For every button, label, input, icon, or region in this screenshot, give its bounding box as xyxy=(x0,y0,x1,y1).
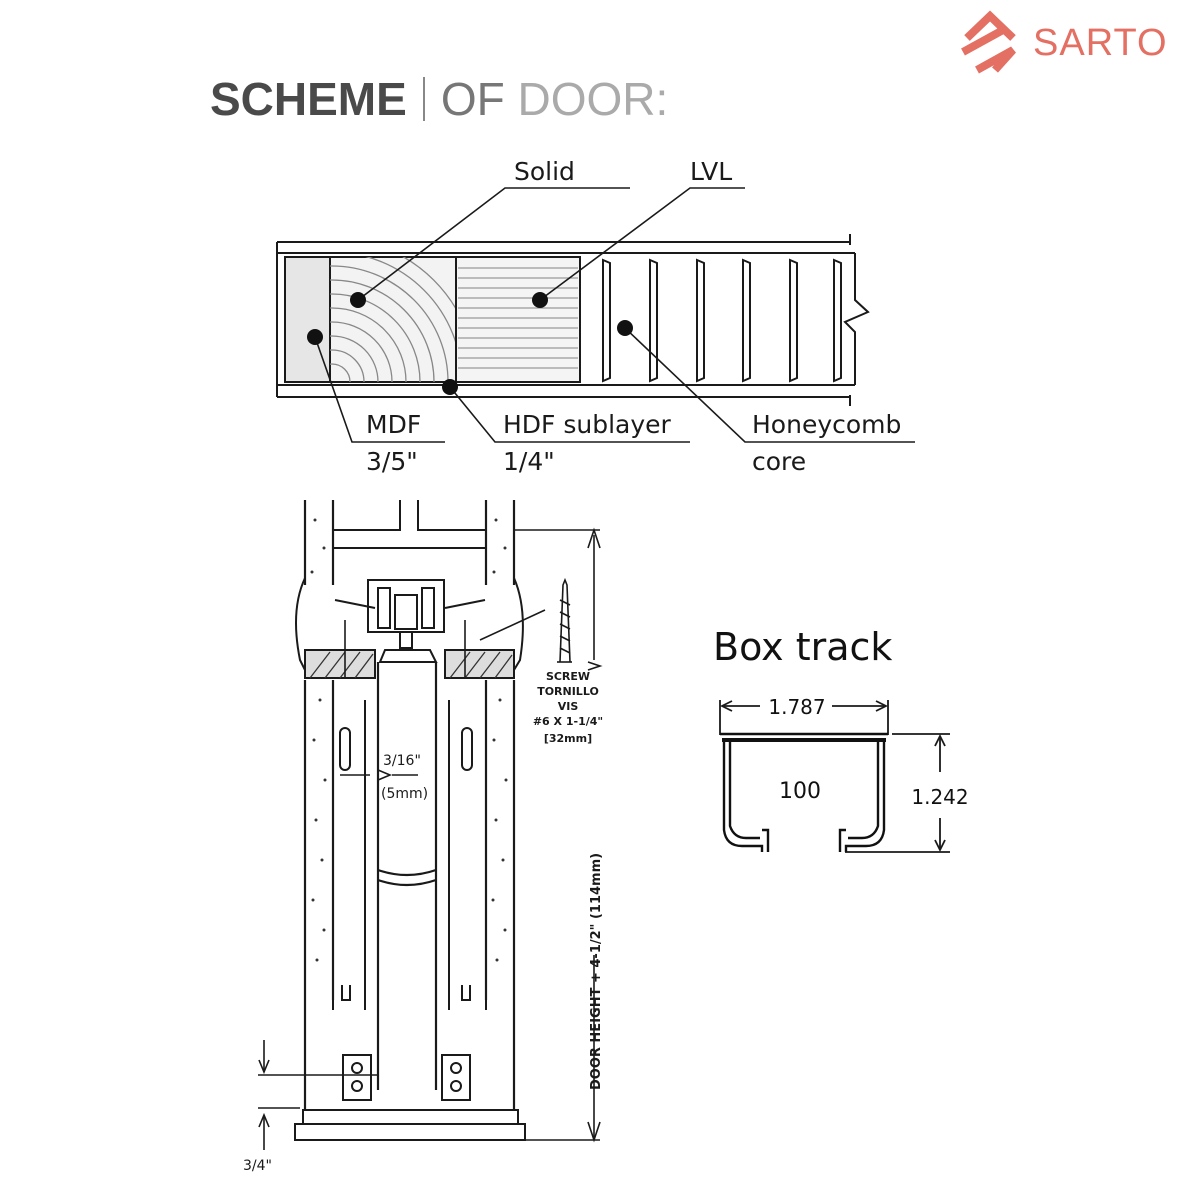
door-height-dimension-label: DOOR HEIGHT + 4-1/2" (114mm) xyxy=(589,853,604,1090)
label-mdf-dimension: 3/5" xyxy=(366,447,418,476)
screw-icon xyxy=(557,577,572,663)
label-hdf: HDF sublayer xyxy=(503,410,672,439)
door-slab xyxy=(376,662,438,1090)
label-lvl: LVL xyxy=(690,157,732,186)
brand-logo: SARTO xyxy=(955,8,1185,76)
box-track-width-label: 1.787 xyxy=(768,695,825,719)
header-hatching xyxy=(309,651,513,679)
height-dimension-line xyxy=(514,527,603,1143)
wood-grain-rings xyxy=(330,257,456,382)
screw-arrows xyxy=(344,609,546,678)
label-hdf-dimension: 1/4" xyxy=(503,447,555,476)
title-light: OF DOOR: xyxy=(441,73,668,125)
label-honeycomb: Honeycomb xyxy=(752,410,901,439)
bottom-gap-label: 3/4" xyxy=(243,1158,272,1174)
gap-dimension xyxy=(340,769,418,781)
box-track-title: Box track xyxy=(713,625,892,669)
lvl-laminations xyxy=(458,267,578,369)
title-light-a: OF xyxy=(440,73,518,125)
header-blocks xyxy=(304,649,515,679)
solid-wood-layer xyxy=(329,256,457,383)
box-track-height-dimension xyxy=(845,733,950,853)
mdf-layer xyxy=(284,256,331,383)
title-separator xyxy=(422,77,425,121)
screw-label-4: #6 X 1-1/4" xyxy=(533,715,603,728)
leader-dots xyxy=(307,292,633,395)
floor-guides xyxy=(342,1054,471,1101)
brand-name: SARTO xyxy=(1033,22,1168,64)
label-solid: Solid xyxy=(514,157,575,186)
box-track-height-label: 1.242 xyxy=(911,785,968,809)
title-light-b: DOOR: xyxy=(517,73,669,125)
sarto-logo-icon xyxy=(961,10,1016,74)
floor-plate xyxy=(294,1109,526,1141)
title-bold: SCHEME xyxy=(210,73,407,125)
door-panel-outline xyxy=(276,234,870,406)
honeycomb-core-cells xyxy=(579,257,842,383)
leader-lines xyxy=(314,187,915,443)
jamb-guides xyxy=(332,700,487,1010)
wall-speckle xyxy=(310,518,508,962)
track-and-rollers xyxy=(367,579,445,663)
header-opening xyxy=(333,500,486,549)
screw-label-5: [32mm] xyxy=(544,732,592,745)
gap-label-inch: 3/16" xyxy=(383,753,421,769)
page-title: SCHEME OF DOOR: xyxy=(210,72,668,132)
screw-label-2: TORNILLO xyxy=(537,685,599,698)
box-track-profile xyxy=(720,732,888,852)
gap-label-mm: (5mm) xyxy=(381,786,428,802)
box-track-model-label: 100 xyxy=(779,779,821,804)
bottom-dimension xyxy=(258,1040,378,1150)
label-core: core xyxy=(752,447,806,476)
screw-label-1: SCREW xyxy=(546,670,590,683)
label-mdf: MDF xyxy=(366,410,421,439)
box-track-width-dimension xyxy=(719,700,889,735)
screw-label-3: VIS xyxy=(558,700,579,713)
